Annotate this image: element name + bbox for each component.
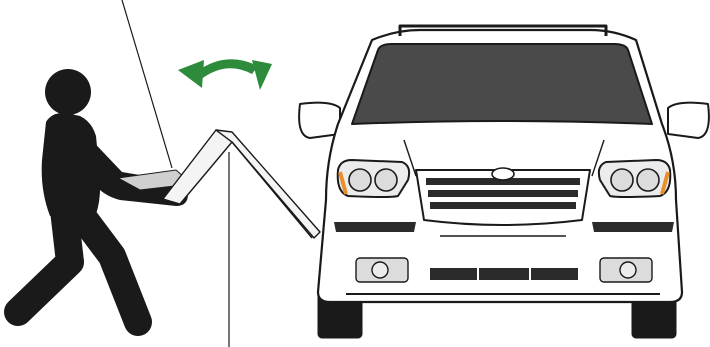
mirror-left xyxy=(298,101,341,139)
brand-emblem xyxy=(491,167,515,181)
person-leg-front xyxy=(62,194,152,336)
hood-line-left xyxy=(403,139,417,177)
tool-right-edge xyxy=(231,141,313,239)
tool-right-panel xyxy=(215,129,321,239)
grille xyxy=(415,167,591,226)
person-figure xyxy=(4,69,188,336)
hood-line-right xyxy=(591,139,605,177)
mirror-right xyxy=(667,101,710,139)
lower-intake xyxy=(430,268,578,280)
windshield xyxy=(351,43,653,125)
fog-light-right xyxy=(599,257,653,283)
bumper-slot-left xyxy=(334,222,416,232)
person-head xyxy=(45,69,91,115)
tool-left-panel xyxy=(162,129,233,205)
folding-tool xyxy=(162,129,321,239)
headlight-left xyxy=(336,159,411,198)
headlight-right xyxy=(597,159,672,198)
rotate-arrows-icon xyxy=(178,59,272,90)
vehicle-front xyxy=(298,24,710,339)
bumper-slot-right xyxy=(592,222,674,232)
person-leg-back xyxy=(4,196,84,326)
leader-lines xyxy=(121,0,230,347)
roof-rack xyxy=(398,24,608,36)
fog-light-left xyxy=(355,257,409,283)
leader-line-top xyxy=(121,0,173,169)
